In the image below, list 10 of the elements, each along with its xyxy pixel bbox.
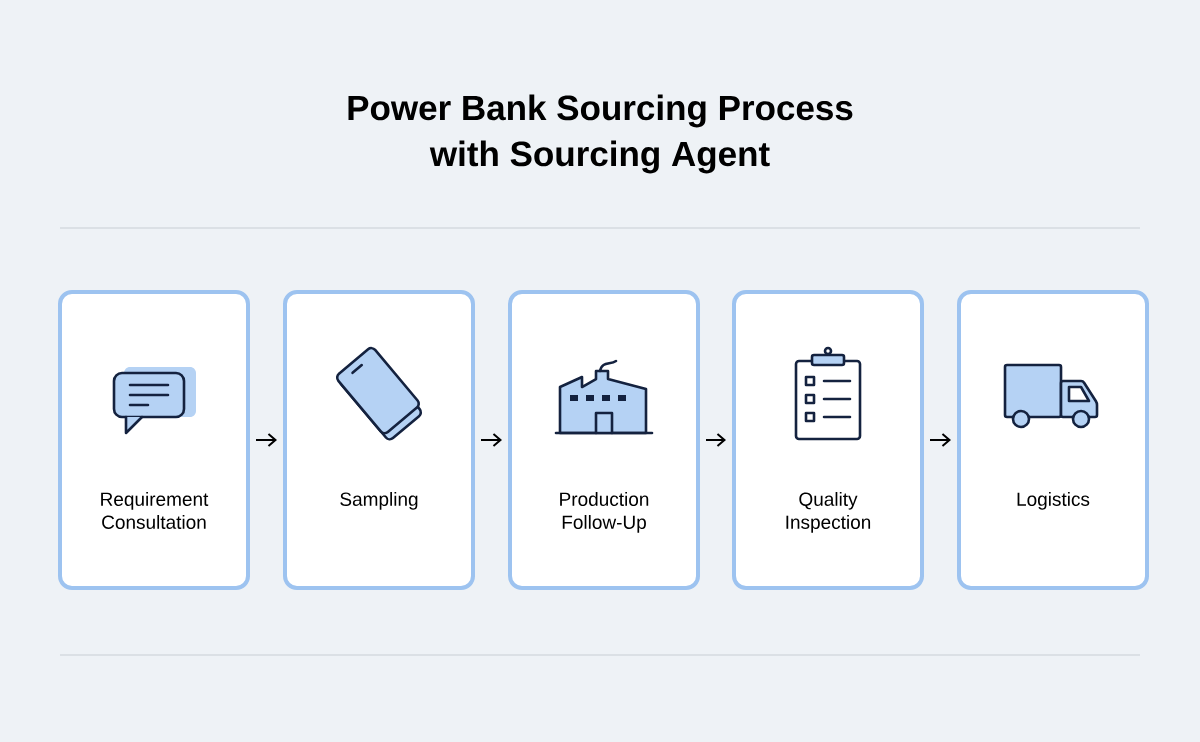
arrow xyxy=(929,433,951,447)
step-card: Logistics xyxy=(957,290,1149,590)
title: Power Bank Sourcing Process with Sourcing Agent xyxy=(348,94,853,174)
step-card: Sampling xyxy=(283,290,475,590)
step-card: Requirement Consultation xyxy=(58,290,250,590)
arrow xyxy=(480,433,502,447)
step-card: Quality Inspection xyxy=(732,290,924,590)
step-card: Production Follow-Up xyxy=(508,290,700,590)
arrow xyxy=(255,433,277,447)
arrow xyxy=(705,433,726,447)
